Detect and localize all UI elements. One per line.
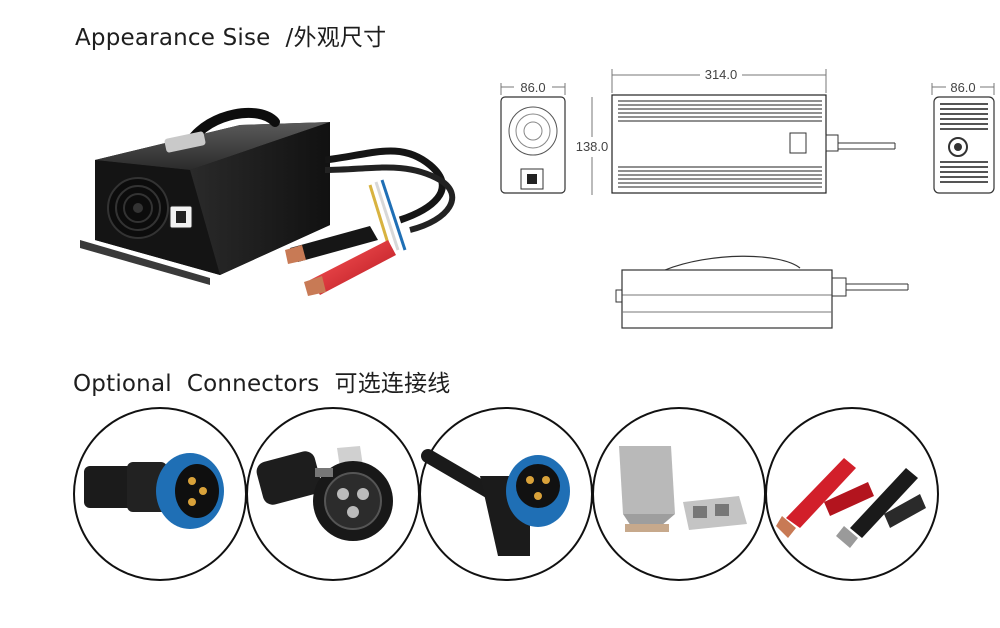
connector-option-black [245, 406, 421, 582]
top-view-drawing: 314.0 [611, 67, 896, 194]
circular-connector-black-icon [256, 446, 393, 541]
side-view-drawing [615, 255, 909, 329]
alligator-clip-red-icon [304, 240, 396, 296]
front-view-drawing: 86.0 [500, 80, 566, 194]
connector-option-anderson [591, 406, 767, 582]
circular-connector-blue-right-angle-icon [421, 449, 570, 556]
alligator-clip-black-icon [285, 226, 378, 264]
connector-option-blue-right-angle [418, 406, 594, 582]
connector-option-blue-straight [72, 406, 248, 582]
circular-connector-blue-straight-icon [84, 453, 224, 529]
connectors-heading: Optional Connectors 可选连接线 [73, 371, 451, 397]
back-view-drawing: 86.0 [931, 80, 995, 194]
connector-option-alligator-clips [764, 406, 940, 582]
anderson-connector-grey-icon [619, 446, 747, 532]
front-width-label: 86.0 [520, 80, 545, 95]
appearance-heading: Appearance Sise /外观尺寸 [75, 25, 387, 51]
height-dimension: 138.0 [576, 97, 609, 195]
charger-product-image [80, 107, 456, 296]
alligator-clips-icon [776, 458, 926, 548]
front-height-label: 138.0 [576, 139, 609, 154]
length-label: 314.0 [705, 67, 738, 82]
back-width-label: 86.0 [950, 80, 975, 95]
fan-grille-icon [107, 177, 169, 239]
